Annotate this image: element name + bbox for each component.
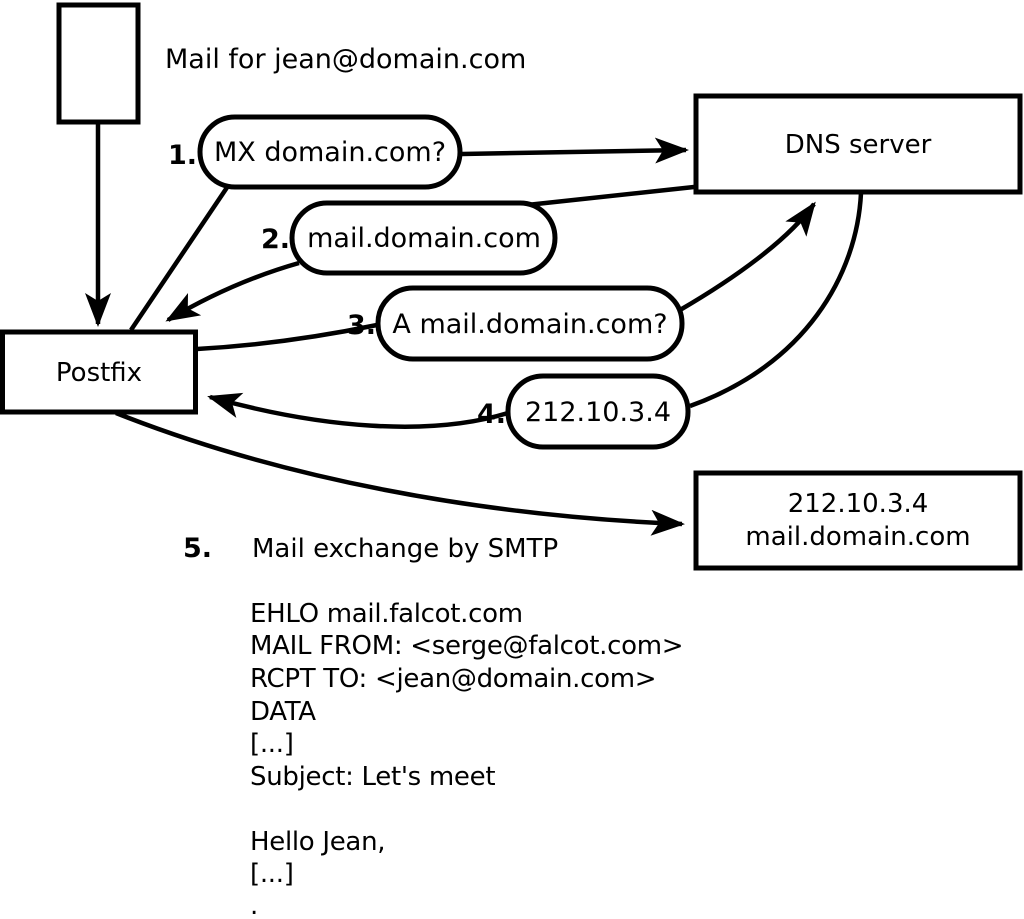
smtp-line: Subject: Let's meet — [250, 762, 495, 792]
smtp-line: MAIL FROM: <serge@falcot.com> — [250, 631, 683, 661]
mail-server-hostname-label: mail.domain.com — [745, 522, 970, 552]
step-3-label: A mail.domain.com? — [392, 309, 667, 340]
step-1-number: 1. — [168, 140, 197, 171]
smtp-line: RCPT TO: <jean@domain.com> — [250, 664, 656, 694]
arrow-step4-to-postfix — [207, 392, 509, 429]
step-2-label: mail.domain.com — [307, 223, 541, 254]
mail-server-box — [693, 470, 1023, 571]
arrow-step2-to-postfix — [165, 260, 300, 322]
postfix-box — [0, 329, 198, 415]
arrow-postfix-to-mailserver — [115, 410, 685, 536]
mail-server-ip-label: 212.10.3.4 — [788, 489, 929, 519]
dns-server-label: DNS server — [785, 130, 932, 160]
step-3-pill — [375, 285, 685, 362]
smtp-line: . — [250, 891, 258, 919]
smtp-line: Hello Jean, — [250, 827, 385, 857]
diagram-title: Mail for jean@domain.com — [165, 44, 526, 75]
smtp-line: EHLO mail.falcot.com — [250, 599, 523, 629]
step-1-pill — [197, 114, 463, 190]
arrow-step1-to-dns — [461, 137, 689, 164]
line-postfix-to-step3 — [196, 322, 378, 352]
step-2-pill — [289, 200, 558, 276]
smtp-line: [...] — [250, 729, 294, 759]
dns-server-box — [693, 93, 1023, 195]
step-4-label: 212.10.3.4 — [525, 397, 671, 428]
step-5-number: 5. — [183, 533, 212, 564]
smtp-line: DATA — [250, 697, 316, 727]
smtp-line: [...] — [250, 859, 294, 889]
line-postfix-to-step1 — [129, 184, 230, 332]
step-4-pill — [505, 373, 691, 450]
step-3-number: 3. — [347, 310, 376, 341]
arrow-step3-to-dns — [678, 201, 816, 312]
mail-message-box — [56, 2, 141, 125]
step-5-label: Mail exchange by SMTP — [252, 534, 558, 564]
postfix-label: Postfix — [56, 358, 142, 388]
line-dns-to-step4 — [689, 192, 864, 409]
step-4-number: 4. — [477, 399, 506, 430]
line-dns-to-step2 — [526, 184, 695, 208]
step-1-label: MX domain.com? — [214, 137, 446, 168]
step-2-number: 2. — [261, 224, 290, 255]
